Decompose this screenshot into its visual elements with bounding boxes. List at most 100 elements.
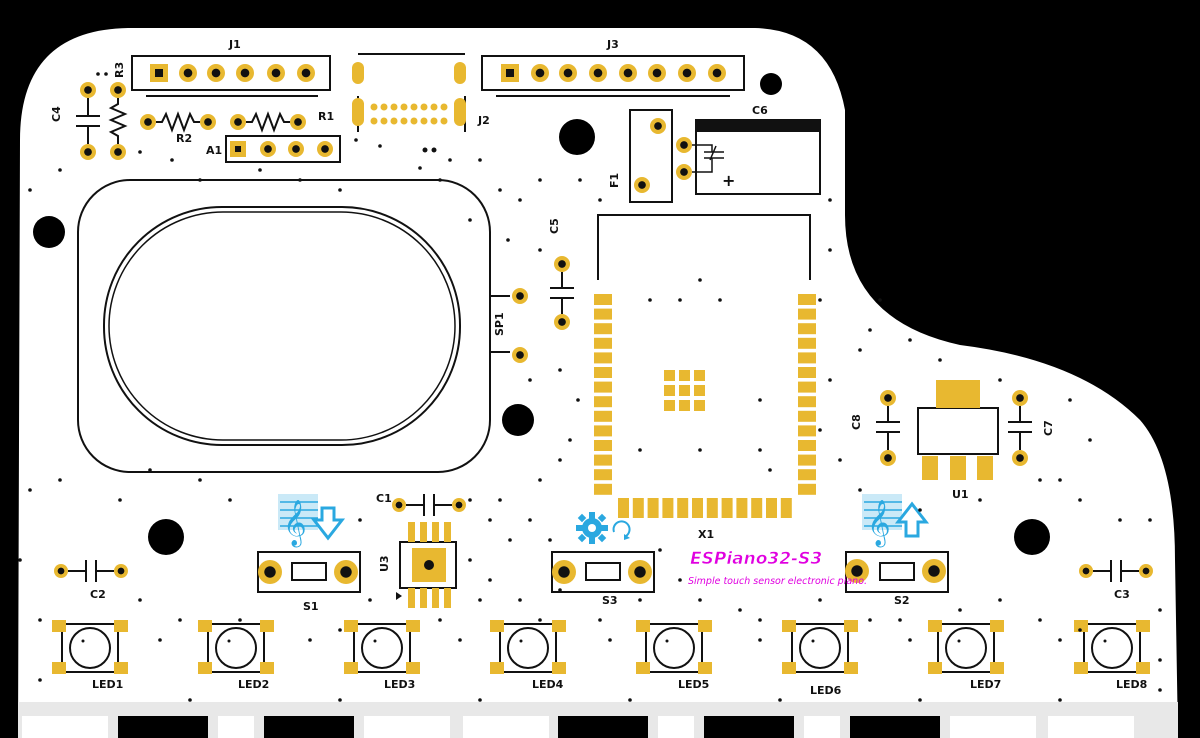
- via: [898, 618, 902, 622]
- svg-text:𝄞: 𝄞: [283, 500, 307, 548]
- speaker-sp1: [77, 179, 528, 473]
- label-r3: R3: [113, 62, 126, 78]
- label-j1: J1: [228, 38, 241, 51]
- via: [478, 158, 482, 162]
- via: [938, 358, 942, 362]
- via: [758, 618, 762, 622]
- via: [818, 598, 822, 602]
- via: [498, 188, 502, 192]
- via: [828, 248, 832, 252]
- via: [838, 458, 842, 462]
- fuse-f1: [629, 109, 673, 203]
- via: [18, 558, 22, 562]
- via: [96, 72, 100, 76]
- label-c7: C7: [1042, 420, 1055, 436]
- led-8: [1074, 620, 1150, 674]
- via: [578, 178, 582, 182]
- x1-pad: [798, 425, 816, 437]
- via: [828, 378, 832, 382]
- via: [628, 698, 632, 702]
- x1-pad: [798, 367, 816, 378]
- label-c8: C8: [850, 414, 863, 430]
- x1-pad: [780, 498, 792, 518]
- board-logo: ESPiano32-S3: [690, 549, 822, 569]
- via: [438, 618, 442, 622]
- via: [498, 498, 502, 502]
- via: [228, 498, 232, 502]
- resistor-r2: [140, 111, 216, 133]
- via: [506, 238, 510, 242]
- via: [1058, 638, 1062, 642]
- x1-pad: [798, 440, 816, 451]
- via: [828, 198, 832, 202]
- via: [908, 638, 912, 642]
- label-led3: LED3: [384, 678, 415, 691]
- capacitor-c2: [54, 560, 128, 582]
- via: [258, 168, 262, 172]
- header-a1: [225, 135, 341, 163]
- connector-j2-usb: [352, 53, 466, 153]
- via: [418, 166, 422, 170]
- via: [818, 428, 822, 432]
- mounting-holes: [33, 73, 1050, 555]
- via: [358, 518, 362, 522]
- via: [308, 638, 312, 642]
- label-sp1: SP1: [493, 312, 506, 336]
- via: [338, 188, 342, 192]
- led-row: [52, 620, 1150, 674]
- x1-pad: [632, 498, 644, 518]
- label-s1: S1: [303, 600, 319, 613]
- via: [478, 598, 482, 602]
- label-a1: A1: [206, 144, 222, 157]
- via: [538, 248, 542, 252]
- x1-pad: [798, 352, 816, 364]
- x1-pad: [594, 367, 612, 378]
- label-led5: LED5: [678, 678, 709, 691]
- label-c4: C4: [50, 106, 63, 122]
- via: [1078, 628, 1082, 632]
- x1-pad: [798, 454, 816, 466]
- via: [528, 518, 532, 522]
- via: [1058, 478, 1062, 482]
- x1-pad: [798, 410, 816, 422]
- via: [178, 618, 182, 622]
- capacitor-c7: [1008, 390, 1032, 466]
- x1-thermal-pad: [664, 370, 675, 381]
- label-led7: LED7: [970, 678, 1001, 691]
- via: [758, 398, 762, 402]
- via: [468, 558, 472, 562]
- via: [778, 698, 782, 702]
- switch-s3[interactable]: [551, 551, 655, 593]
- via: [698, 448, 702, 452]
- via: [658, 548, 662, 552]
- switch-s1[interactable]: [257, 551, 361, 593]
- via: [558, 458, 562, 462]
- via: [678, 578, 682, 582]
- via: [718, 298, 722, 302]
- via: [576, 398, 580, 402]
- via: [488, 578, 492, 582]
- switch-s2[interactable]: [845, 551, 949, 593]
- connector-j3: [481, 55, 745, 97]
- regulator-u1: [917, 380, 999, 480]
- vias: [18, 72, 1162, 702]
- via: [528, 378, 532, 382]
- via: [198, 478, 202, 482]
- board-tagline: Simple touch sensor electronic piano.: [688, 576, 867, 587]
- via: [378, 144, 382, 148]
- x1-pad: [798, 294, 816, 305]
- via: [538, 178, 542, 182]
- x1-pad: [594, 396, 612, 408]
- label-c3: C3: [1114, 588, 1130, 601]
- x1-pad: [798, 469, 816, 481]
- x1-pad: [677, 498, 689, 518]
- x1-pad: [594, 323, 612, 335]
- via: [478, 698, 482, 702]
- label-c1: C1: [376, 492, 392, 505]
- via: [568, 438, 572, 442]
- x1-pad: [594, 410, 612, 422]
- capacitor-c6: [676, 119, 821, 195]
- via: [518, 598, 522, 602]
- via: [1158, 658, 1162, 662]
